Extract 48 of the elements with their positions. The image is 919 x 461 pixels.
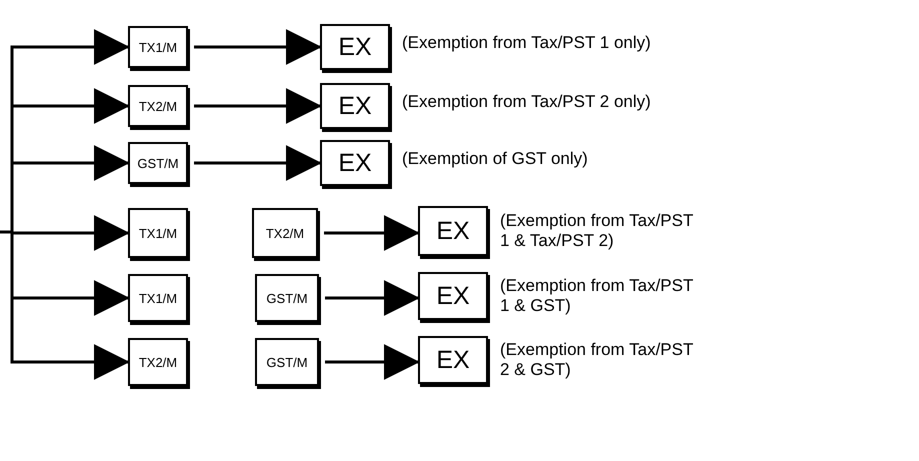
arrow: [10, 29, 130, 65]
description-text: (Exemption of GST only): [402, 149, 588, 169]
key-box: [418, 336, 488, 384]
key-box: [320, 83, 390, 129]
key-label: EX: [436, 346, 470, 374]
arrow: [194, 88, 322, 124]
key-label: GST/M: [266, 290, 308, 306]
key-label: TX1/M: [138, 226, 178, 240]
key-label: GST/M: [137, 156, 179, 170]
key-box: [320, 140, 390, 186]
key-box: [128, 208, 188, 258]
arrow: [325, 344, 420, 380]
key-box: [320, 24, 390, 70]
arrow: [325, 280, 420, 316]
arrow: [10, 280, 130, 316]
description-text: (Exemption from Tax/PST 1 & Tax/PST 2): [500, 211, 694, 251]
key-label: TX2/M: [266, 226, 304, 240]
description-text: (Exemption from Tax/PST 1 only): [402, 33, 651, 53]
key-box: [255, 274, 319, 322]
key-box: [128, 142, 188, 184]
description-text: (Exemption from Tax/PST 1 & GST): [500, 276, 694, 316]
key-box: [418, 206, 488, 256]
key-box: [128, 26, 188, 68]
arrow: [194, 145, 322, 181]
key-label: EX: [338, 148, 372, 178]
arrow: [194, 29, 322, 65]
arrow: [10, 145, 130, 181]
key-label: TX1/M: [138, 40, 178, 54]
key-box: [252, 208, 318, 258]
key-box: [128, 85, 188, 127]
key-box: [128, 338, 188, 386]
key-label: GST/M: [266, 354, 308, 370]
key-box: [255, 338, 319, 386]
key-label: EX: [338, 92, 372, 120]
key-label: EX: [338, 32, 372, 62]
description-text: (Exemption from Tax/PST 2 & GST): [500, 340, 694, 380]
arrow: [10, 344, 130, 380]
key-label: EX: [436, 216, 470, 246]
key-box: [418, 272, 488, 320]
arrow: [10, 215, 130, 251]
key-label: EX: [436, 282, 470, 310]
arrow: [324, 215, 420, 251]
key-box: [128, 274, 188, 322]
key-label: TX1/M: [138, 290, 178, 306]
key-label: TX2/M: [138, 354, 178, 370]
description-text: (Exemption from Tax/PST 2 only): [402, 92, 651, 112]
key-label: TX2/M: [138, 98, 178, 114]
arrow: [10, 88, 130, 124]
